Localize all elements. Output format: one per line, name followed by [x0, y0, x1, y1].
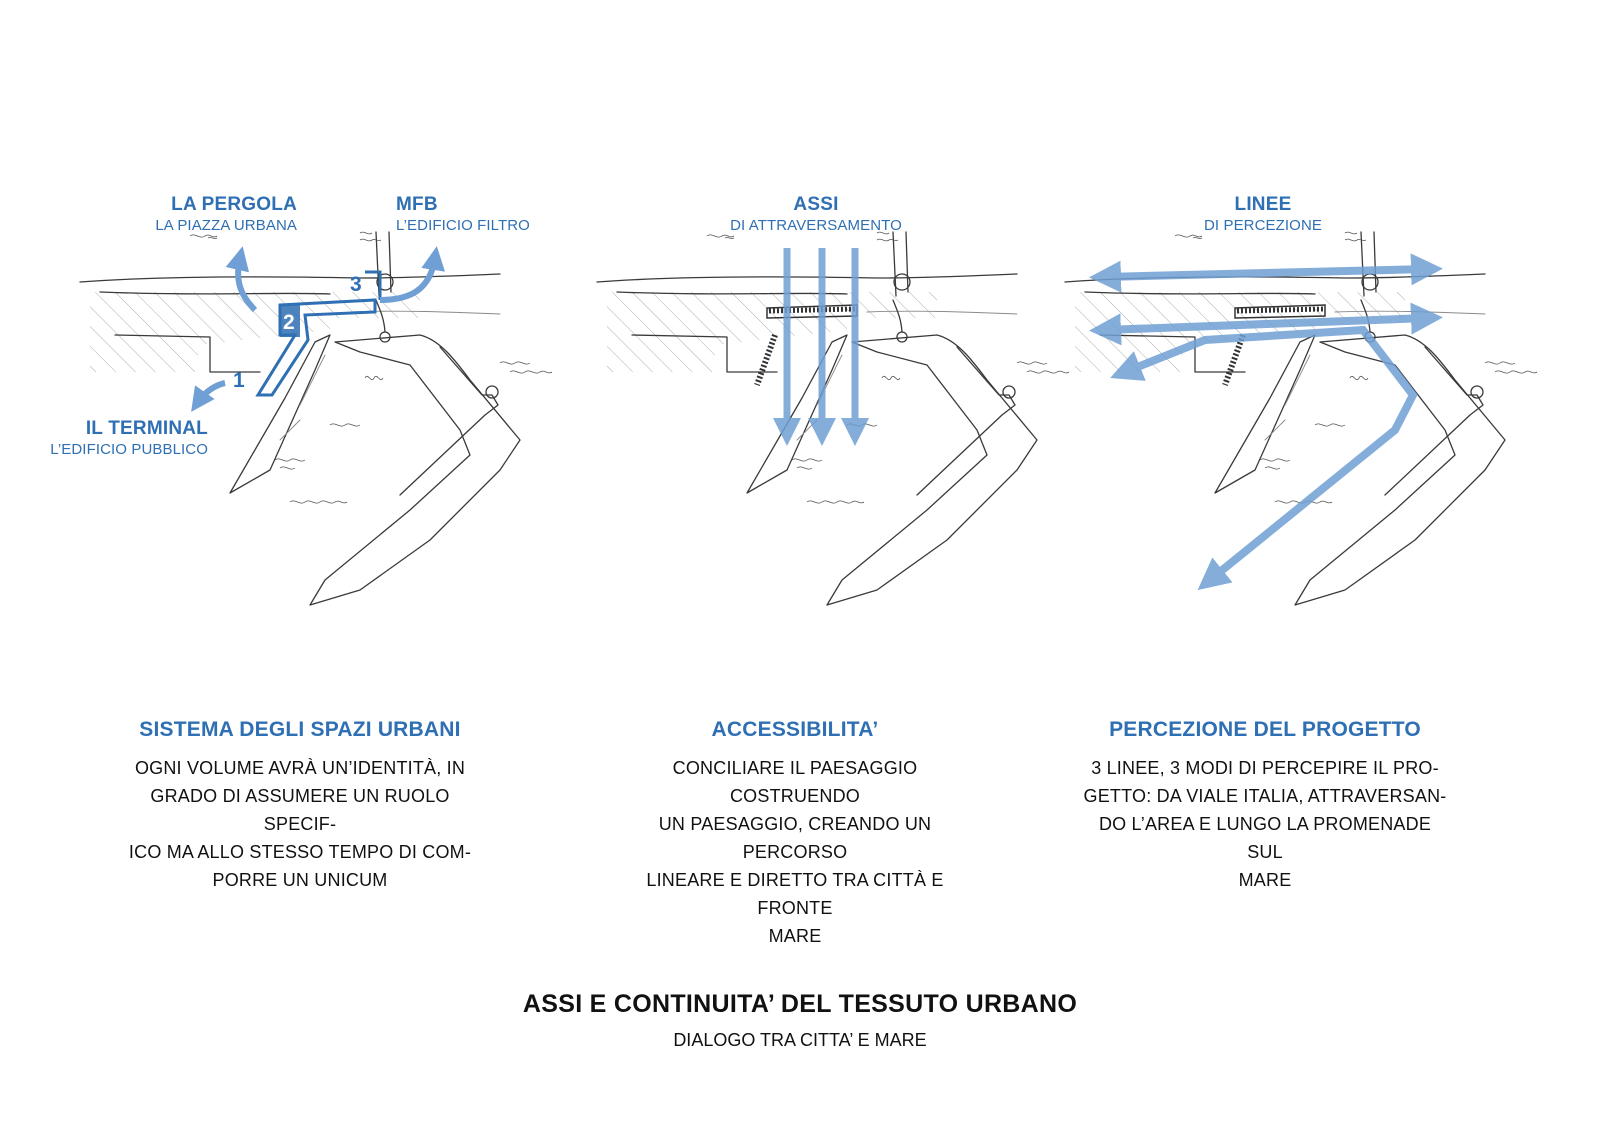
label-assi: ASSI DI ATTRAVERSAMENTO [716, 194, 916, 235]
label-linee-title: LINEE [1234, 194, 1292, 215]
column-sistema: SISTEMA DEGLI SPAZI URBANI OGNI VOLUME A… [115, 718, 485, 894]
number-1: 1 [233, 369, 245, 392]
label-linee-sub: DI PERCEZIONE [1204, 216, 1322, 234]
column-accessibilita: ACCESSIBILITA’ CONCILIARE IL PAESAGGIO C… [610, 718, 980, 950]
column-percezione-body: 3 LINEE, 3 MODI DI PERCEPIRE IL PRO- GET… [1083, 758, 1447, 890]
label-mfb-title: MFB [396, 194, 438, 215]
number-2: 2 [283, 311, 295, 334]
label-pergola: LA PERGOLA LA PIAZZA URBANA [120, 194, 297, 235]
footer-title: ASSI E CONTINUITA’ DEL TESSUTO URBANO [522, 990, 1078, 1018]
label-assi-title: ASSI [793, 194, 839, 215]
column-sistema-body: OGNI VOLUME AVRÀ UN’IDENTITÀ, IN GRADO D… [128, 758, 472, 890]
sketch-1-plan [79, 231, 553, 606]
sketch-3-plan [1064, 231, 1538, 606]
column-accessibilita-title: ACCESSIBILITA’ [711, 718, 879, 741]
footer-subtitle: DIALOGO TRA CITTA’ E MARE [673, 1030, 927, 1050]
column-accessibilita-body: CONCILIARE IL PAESAGGIO COSTRUENDO UN PA… [646, 758, 944, 946]
column-percezione: PERCEZIONE DEL PROGETTO 3 LINEE, 3 MODI … [1080, 718, 1450, 894]
label-terminal-title: IL TERMINAL [85, 418, 208, 439]
label-mfb-sub: L’EDIFICIO FILTRO [396, 216, 530, 234]
label-mfb: MFB L’EDIFICIO FILTRO [396, 194, 530, 235]
sketch-2-plan [596, 231, 1070, 606]
label-pergola-sub: LA PIAZZA URBANA [155, 216, 297, 234]
label-assi-sub: DI ATTRAVERSAMENTO [730, 216, 902, 234]
number-3: 3 [350, 273, 362, 296]
label-pergola-title: LA PERGOLA [171, 194, 297, 215]
label-linee: LINEE DI PERCEZIONE [1163, 194, 1363, 235]
column-percezione-title: PERCEZIONE DEL PROGETTO [1109, 718, 1421, 741]
label-terminal: IL TERMINAL L’EDIFICIO PUBBLICO [40, 418, 208, 459]
column-sistema-title: SISTEMA DEGLI SPAZI URBANI [139, 718, 461, 741]
label-terminal-sub: L’EDIFICIO PUBBLICO [50, 440, 208, 458]
